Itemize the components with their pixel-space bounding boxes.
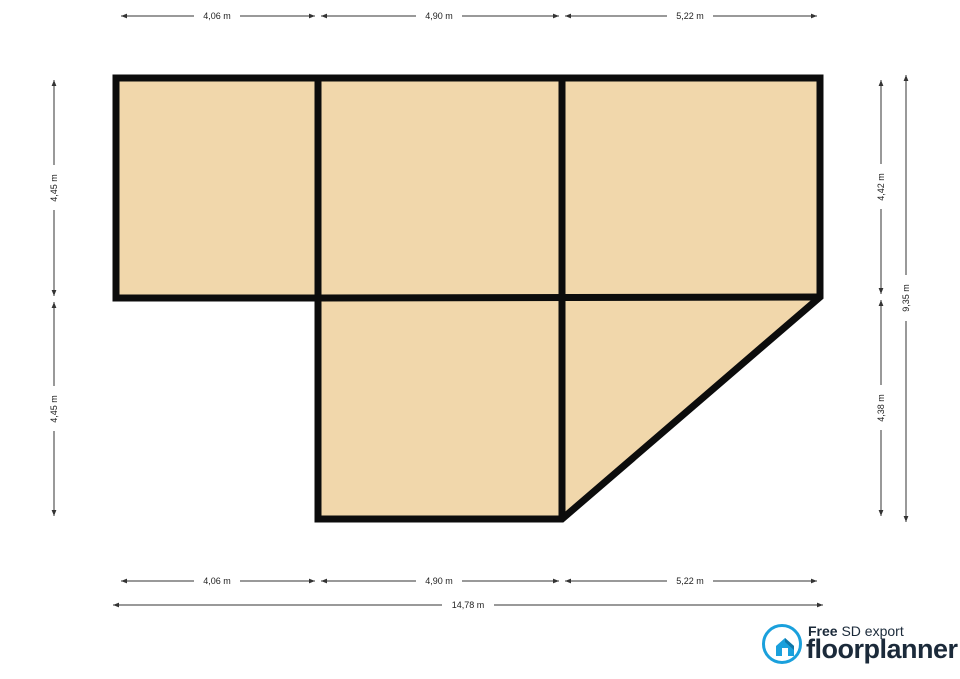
dim-bottom-3: 5,22 m (676, 576, 704, 586)
dim-bottom-1: 4,06 m (203, 576, 231, 586)
dim-bottom-2: 4,90 m (425, 576, 453, 586)
dimensions-bottom (113, 578, 823, 608)
logo-badge-rest: SD export (837, 623, 904, 639)
dim-right-1: 4,42 m (876, 173, 886, 201)
room-top-middle (318, 78, 562, 298)
dim-top-3: 5,22 m (676, 11, 704, 21)
logo-badge-bold: Free (808, 623, 838, 639)
logo-badge: Free SD export (808, 623, 904, 639)
room-top-left (116, 78, 318, 298)
room-bottom-middle (318, 298, 562, 519)
dim-right-total: 9,35 m (901, 284, 911, 312)
dimensions-right (878, 75, 909, 522)
outer-wall (112, 74, 824, 523)
dim-bottom-total: 14,78 m (452, 600, 485, 610)
dim-top-1: 4,06 m (203, 11, 231, 21)
logo-circle (762, 624, 802, 664)
walls (112, 74, 824, 523)
dim-top-2: 4,90 m (425, 11, 453, 21)
dim-right-2: 4,38 m (876, 394, 886, 422)
dim-left-1: 4,45 m (49, 174, 59, 202)
floorplanner-house-icon (776, 638, 794, 656)
room-top-right (562, 78, 820, 298)
dim-left-2: 4,45 m (49, 395, 59, 423)
wall-horizontal-middle (317, 293, 821, 302)
floorplanner-logo: Free SD export floorplanner (762, 622, 958, 670)
logo-brand-name: floorplanner (806, 634, 958, 664)
